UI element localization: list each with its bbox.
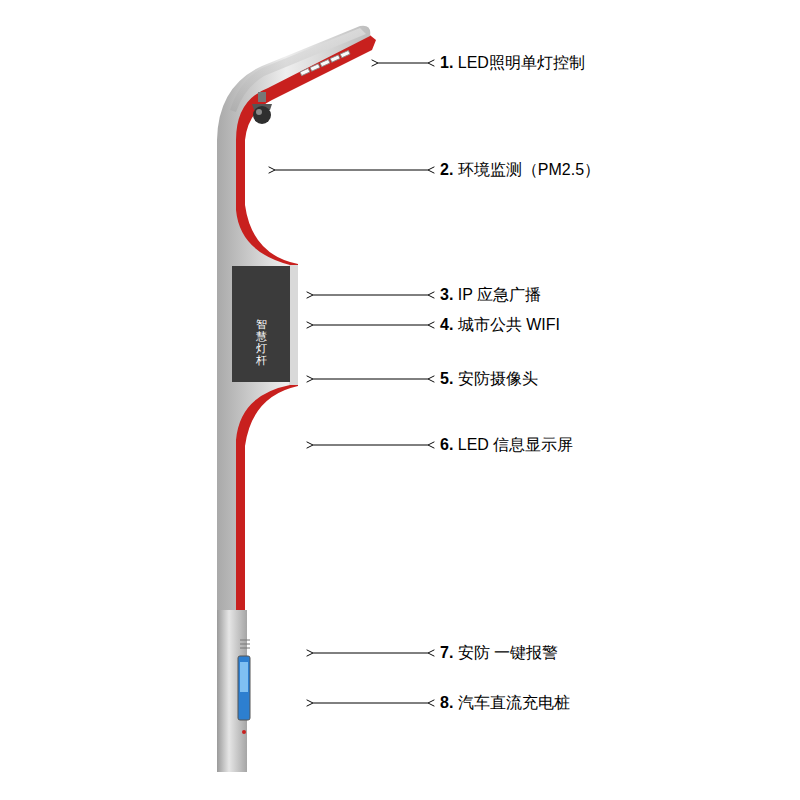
callout-label: 6. LED 信息显示屏 [440,435,573,454]
arm-top [230,28,366,112]
red-edge [230,32,376,612]
panel-side [289,265,298,385]
charger-screen [238,656,250,720]
camera-dome [252,92,272,124]
pole-base [217,610,247,772]
panel-title: 智慧灯杆 [256,318,267,366]
callout-label: 4. 城市公共 WIFI [440,315,560,334]
callout-label: 1. LED照明单灯控制 [440,53,585,72]
callout-label: 5. 安防摄像头 [440,369,538,388]
speaker-grille [240,640,250,648]
callout-label: 8. 汽车直流充电桩 [440,693,570,712]
pole-body [217,26,370,612]
callout-label: 7. 安防 一键报警 [440,643,558,662]
leader-arrows [275,63,428,703]
callout-label: 2. 环境监测（PM2.5） [440,160,600,179]
led-lamps [300,50,350,75]
alarm-button [242,730,246,734]
info-panel: 智慧灯杆 [232,266,290,382]
charger-screen-glare [240,662,248,692]
callout-label: 3. IP 应急广播 [440,285,541,304]
